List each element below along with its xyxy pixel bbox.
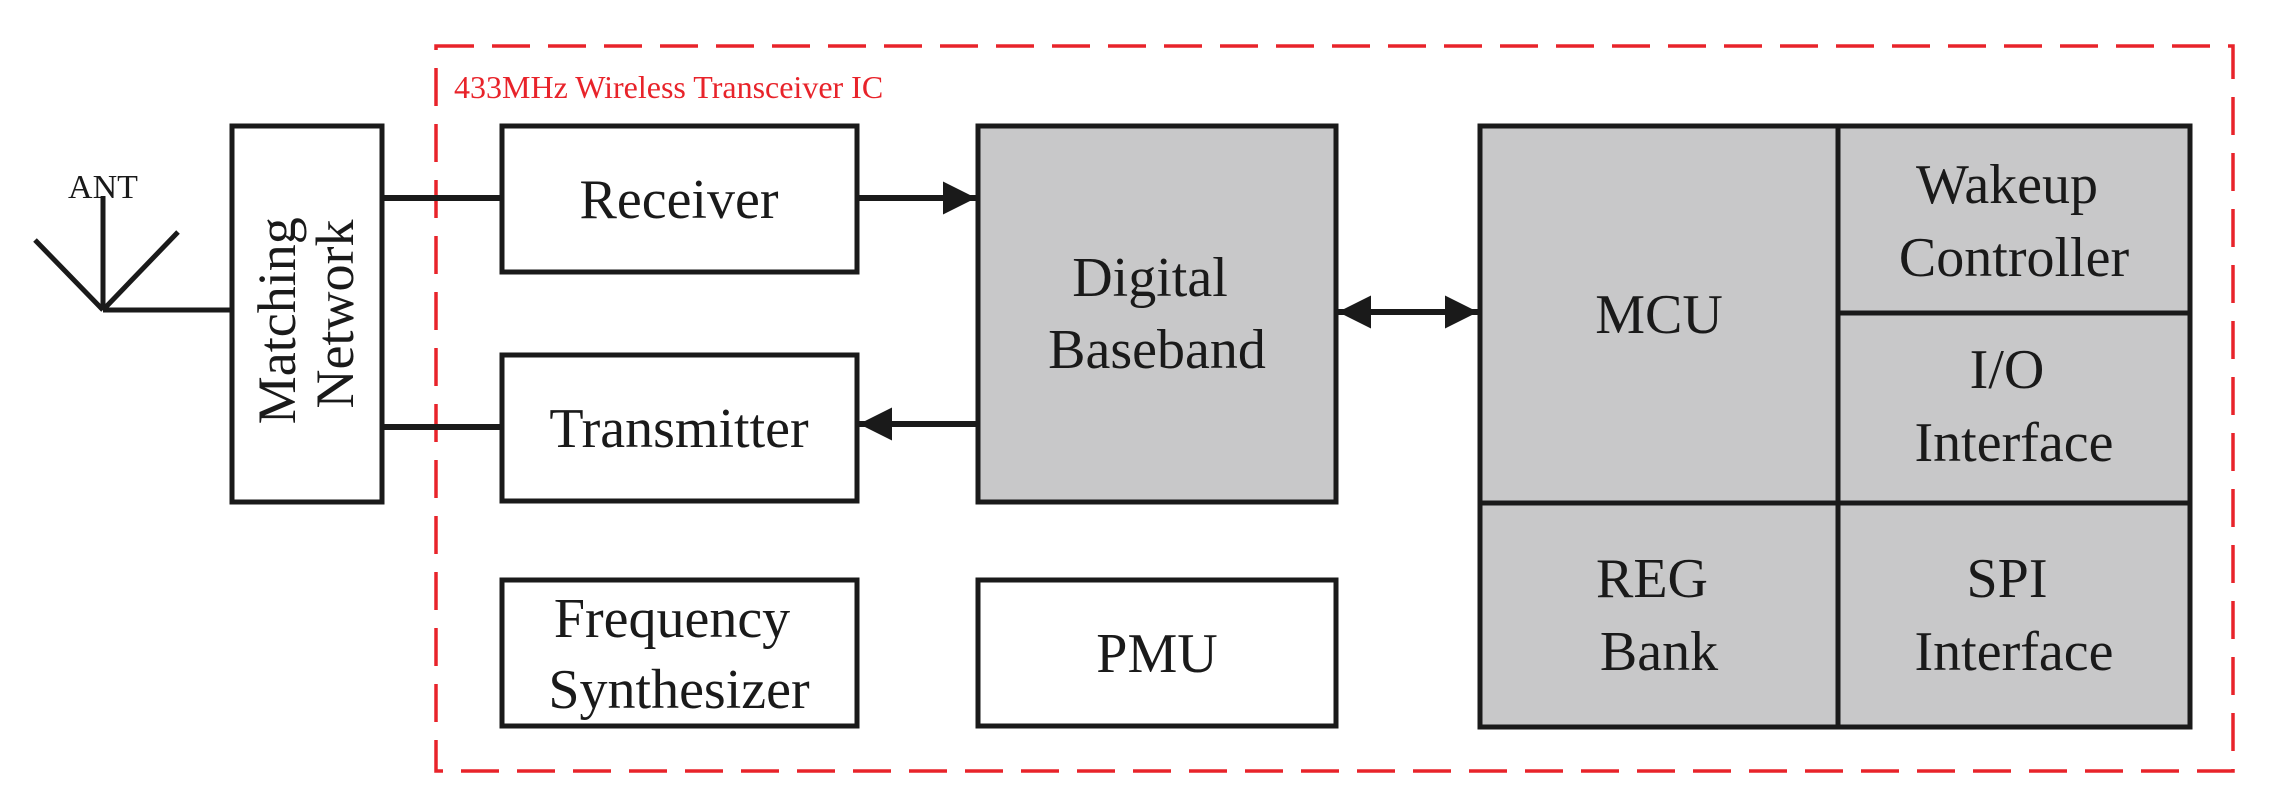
digital-baseband-label: Digital Baseband [1048, 247, 1266, 381]
frequency-synthesizer-label: Frequency Synthesizer [548, 588, 810, 721]
matching-network-block [229, 123, 385, 505]
pmu-label: PMU [1096, 623, 1217, 685]
pmu-block [975, 577, 1339, 729]
antenna-label: ANT [68, 169, 138, 206]
antenna-icon [33, 196, 232, 313]
mcu-label: MCU [1595, 284, 1723, 346]
frequency-synthesizer-block [499, 577, 860, 729]
io-interface-label: I/O Interface [1915, 339, 2114, 474]
receiver-label: Receiver [580, 169, 779, 231]
transmitter-block [499, 352, 860, 504]
matching-network-label: Matching Network [247, 204, 365, 424]
transmitter-label: Transmitter [549, 398, 809, 460]
ic-boundary [434, 44, 2235, 773]
reg-bank-label: REG Bank [1596, 548, 1722, 683]
digital-baseband-block [975, 123, 1339, 505]
wakeup-controller-label: Wakeup Controller [1899, 154, 2130, 289]
mcu-complex [1477, 123, 2193, 730]
ic-title: 433MHz Wireless Transceiver IC [454, 69, 883, 105]
receiver-block [499, 123, 860, 275]
spi-interface-label: SPI Interface [1915, 548, 2114, 683]
